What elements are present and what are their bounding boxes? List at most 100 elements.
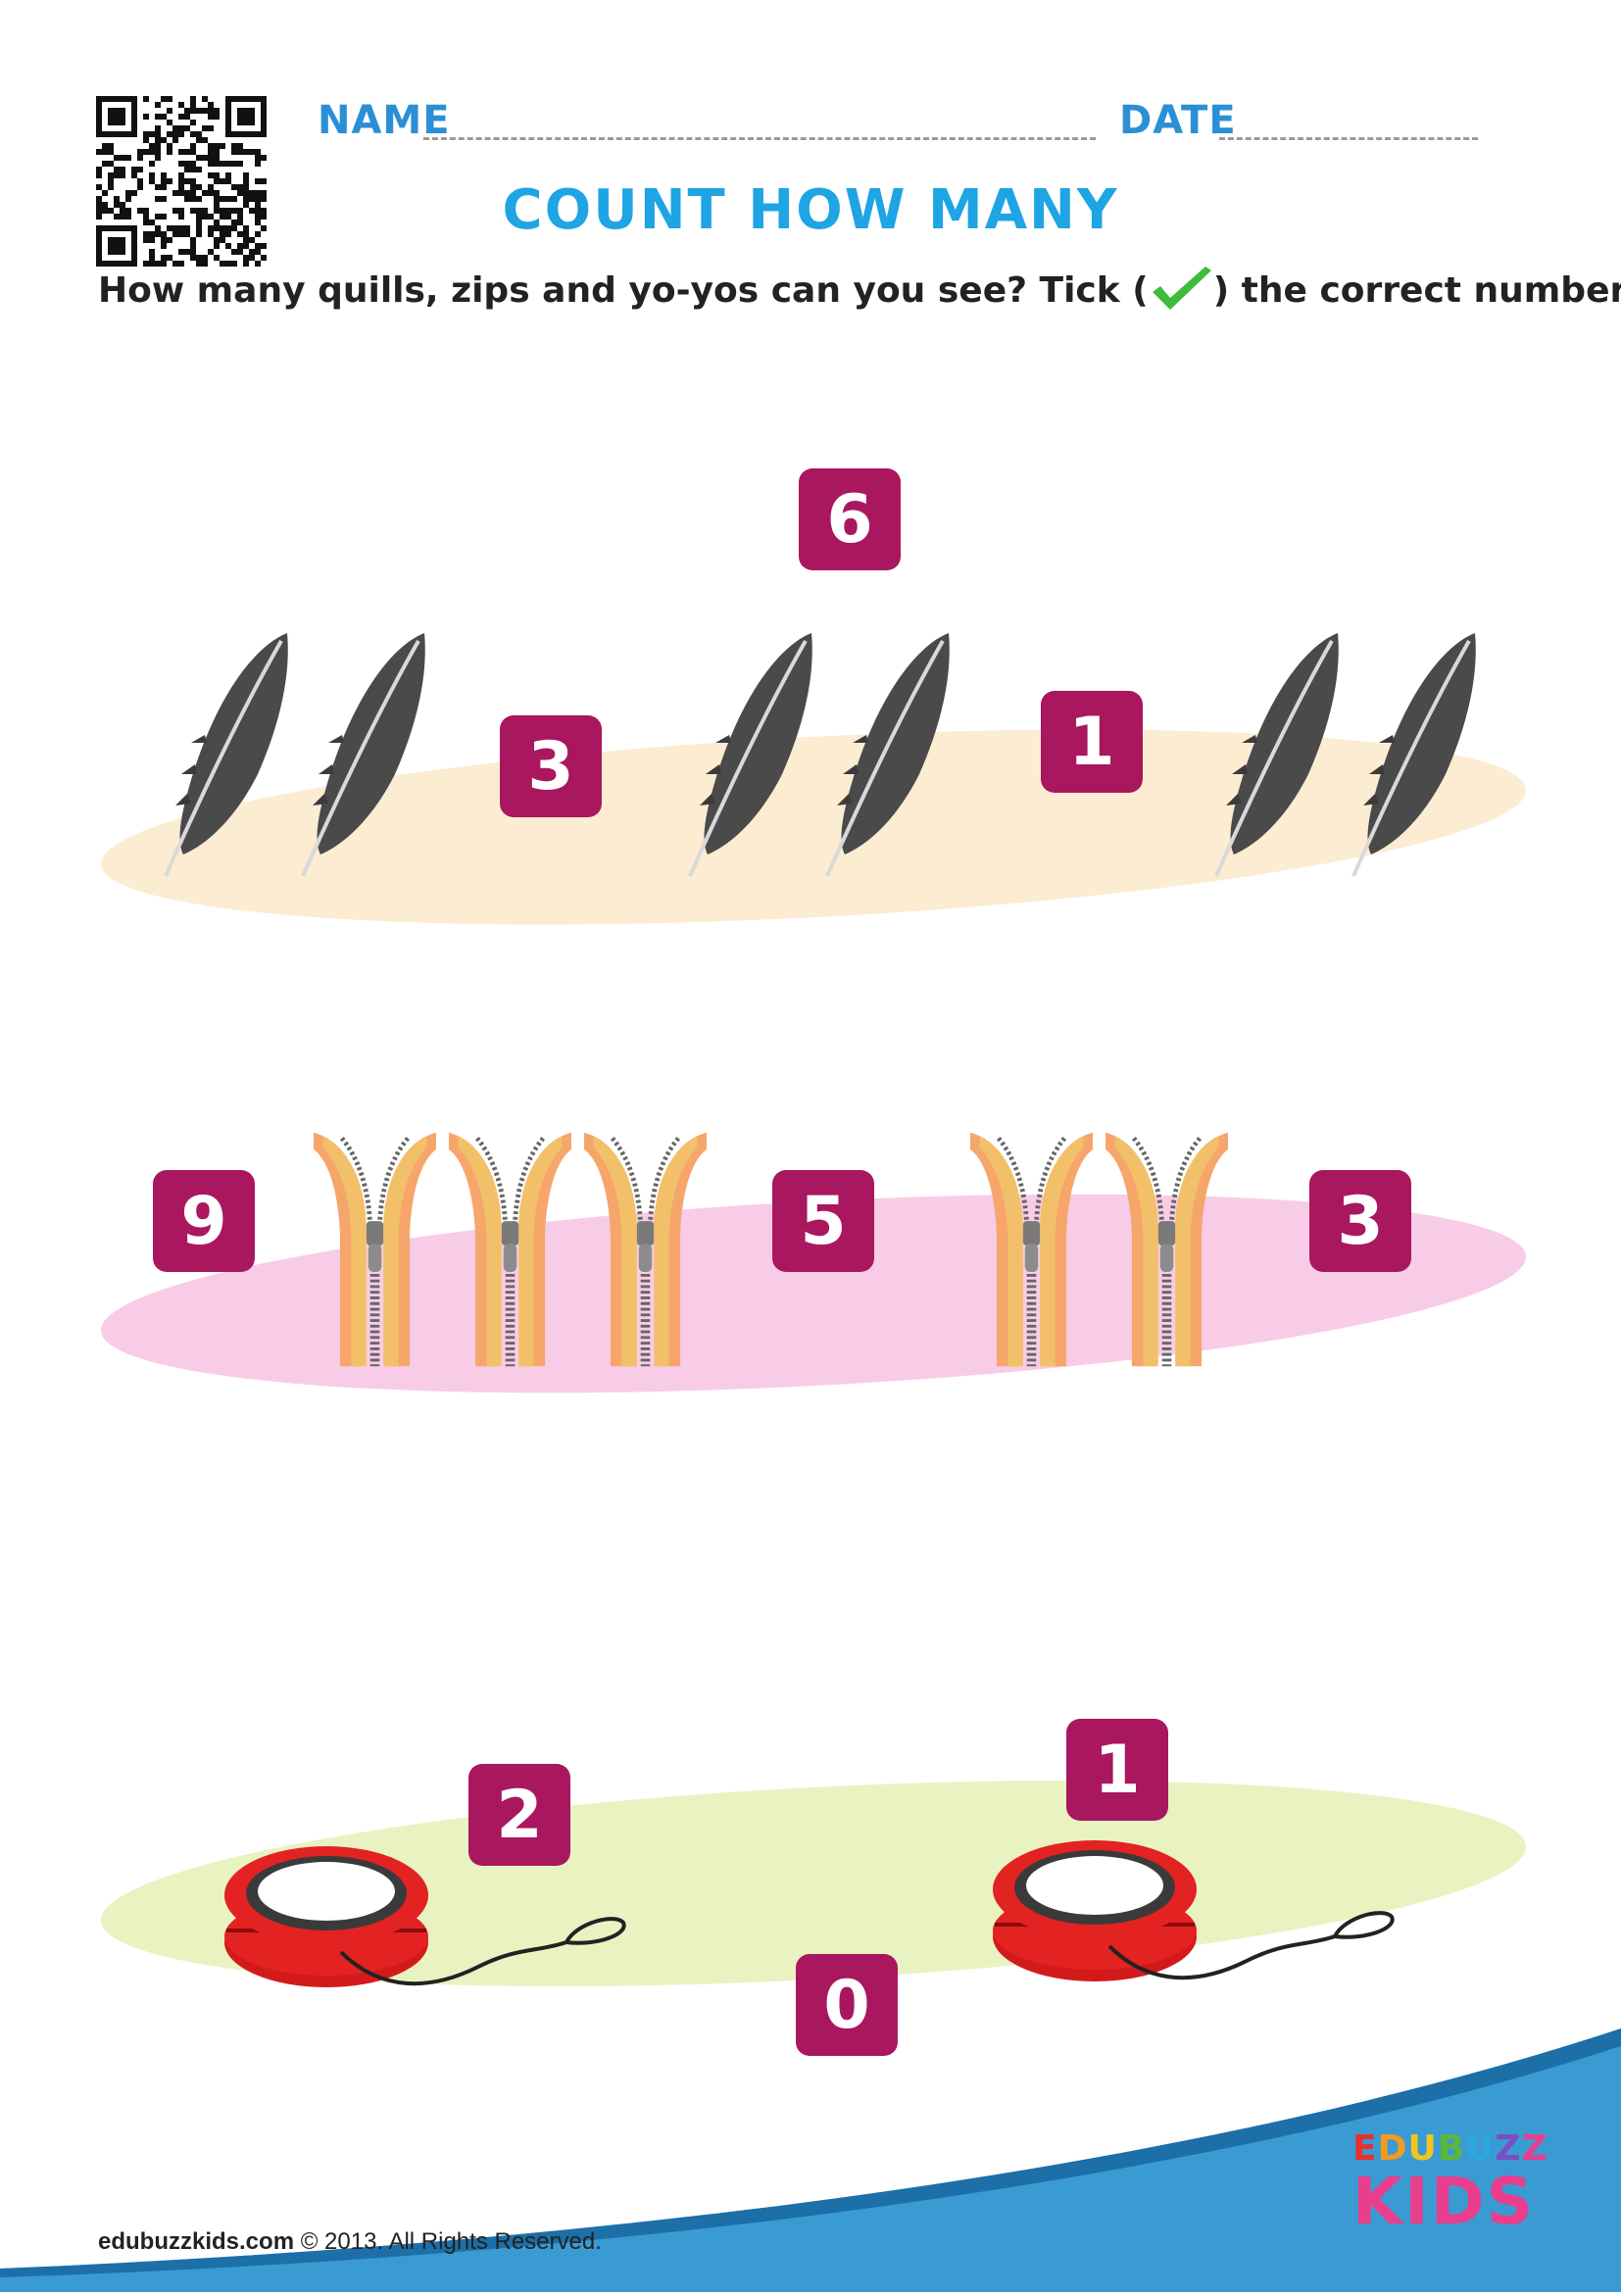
qr-module bbox=[114, 120, 120, 125]
qr-module bbox=[255, 261, 261, 267]
qr-module bbox=[120, 243, 125, 249]
quill-icon bbox=[1345, 627, 1492, 882]
qr-module bbox=[172, 231, 178, 237]
qr-module bbox=[190, 96, 196, 102]
qr-module bbox=[149, 237, 155, 243]
qr-module bbox=[184, 249, 190, 255]
qr-module bbox=[96, 214, 102, 220]
zips-option-9[interactable]: 9 bbox=[153, 1170, 255, 1272]
qr-module bbox=[196, 196, 202, 202]
yoyos-option-2[interactable]: 2 bbox=[468, 1764, 570, 1866]
qr-module bbox=[196, 214, 202, 220]
qr-module bbox=[249, 190, 255, 196]
qr-module bbox=[225, 231, 231, 237]
qr-module bbox=[237, 131, 243, 137]
qr-module bbox=[214, 243, 220, 249]
qr-module bbox=[178, 214, 184, 220]
qr-module bbox=[249, 131, 255, 137]
qr-module bbox=[190, 178, 196, 184]
qr-module bbox=[208, 108, 214, 114]
qr-module bbox=[108, 131, 114, 137]
qr-module bbox=[161, 255, 167, 261]
qr-module bbox=[96, 202, 102, 208]
qr-module bbox=[202, 214, 208, 220]
name-line[interactable] bbox=[423, 137, 1096, 140]
qr-module bbox=[237, 143, 243, 149]
quills-option-3[interactable]: 3 bbox=[500, 715, 602, 817]
qr-module bbox=[255, 231, 261, 237]
yoyos-option-1[interactable]: 1 bbox=[1066, 1719, 1168, 1821]
qr-module bbox=[172, 208, 178, 214]
qr-module bbox=[108, 143, 114, 149]
qr-module bbox=[114, 131, 120, 137]
quills-option-1[interactable]: 1 bbox=[1041, 691, 1143, 793]
qr-module bbox=[249, 108, 255, 114]
qr-module bbox=[102, 208, 108, 214]
qr-module bbox=[196, 231, 202, 237]
qr-module bbox=[120, 96, 125, 102]
qr-module bbox=[225, 131, 231, 137]
qr-module bbox=[237, 243, 243, 249]
qr-module bbox=[114, 96, 120, 102]
qr-module bbox=[125, 208, 131, 214]
qr-module bbox=[149, 149, 155, 155]
logo-kids: KIDS bbox=[1352, 2164, 1536, 2239]
qr-module bbox=[178, 208, 184, 214]
qr-module bbox=[102, 131, 108, 137]
qr-module bbox=[225, 172, 231, 178]
qr-module bbox=[161, 96, 167, 102]
qr-module bbox=[237, 249, 243, 255]
page-title: COUNT HOW MANY bbox=[502, 178, 1119, 242]
qr-module bbox=[225, 96, 231, 102]
qr-module bbox=[131, 237, 137, 243]
qr-module bbox=[96, 261, 102, 267]
qr-module bbox=[155, 155, 161, 161]
qr-module bbox=[108, 261, 114, 267]
qr-module bbox=[172, 125, 178, 131]
qr-module bbox=[243, 172, 249, 178]
qr-module bbox=[120, 225, 125, 231]
qr-module bbox=[167, 237, 172, 243]
qr-module bbox=[178, 172, 184, 178]
qr-module bbox=[120, 167, 125, 172]
qr-module bbox=[225, 125, 231, 131]
qr-module bbox=[237, 220, 243, 225]
qr-module bbox=[167, 225, 172, 231]
qr-module bbox=[149, 220, 155, 225]
qr-module bbox=[161, 261, 167, 267]
qr-module bbox=[167, 255, 172, 261]
qr-module bbox=[143, 261, 149, 267]
qr-module bbox=[184, 161, 190, 167]
qr-module bbox=[114, 225, 120, 231]
qr-module bbox=[178, 190, 184, 196]
qr-module bbox=[208, 155, 214, 161]
qr-module bbox=[96, 208, 102, 214]
logo-letter: Z bbox=[1495, 2128, 1522, 2169]
zips-option-3[interactable]: 3 bbox=[1309, 1170, 1411, 1272]
qr-module bbox=[108, 178, 114, 184]
qr-module bbox=[131, 131, 137, 137]
qr-module bbox=[131, 114, 137, 120]
qr-module bbox=[108, 96, 114, 102]
qr-code bbox=[96, 96, 267, 267]
qr-module bbox=[214, 178, 220, 184]
qr-module bbox=[96, 237, 102, 243]
qr-module bbox=[261, 108, 267, 114]
qr-module bbox=[155, 184, 161, 190]
qr-module bbox=[114, 261, 120, 267]
qr-module bbox=[208, 249, 214, 255]
qr-module bbox=[114, 237, 120, 243]
qr-module bbox=[231, 184, 237, 190]
yoyos-option-0[interactable]: 0 bbox=[796, 1954, 898, 2056]
qr-module bbox=[155, 149, 161, 155]
qr-module bbox=[208, 143, 214, 149]
zips-option-5[interactable]: 5 bbox=[772, 1170, 874, 1272]
qr-module bbox=[161, 114, 167, 120]
qr-module bbox=[220, 178, 225, 184]
quills-option-6[interactable]: 6 bbox=[799, 468, 901, 570]
qr-module bbox=[167, 143, 172, 149]
zip-icon bbox=[970, 1125, 1093, 1372]
qr-module bbox=[225, 214, 231, 220]
qr-module bbox=[184, 114, 190, 120]
date-line[interactable] bbox=[1219, 137, 1478, 140]
